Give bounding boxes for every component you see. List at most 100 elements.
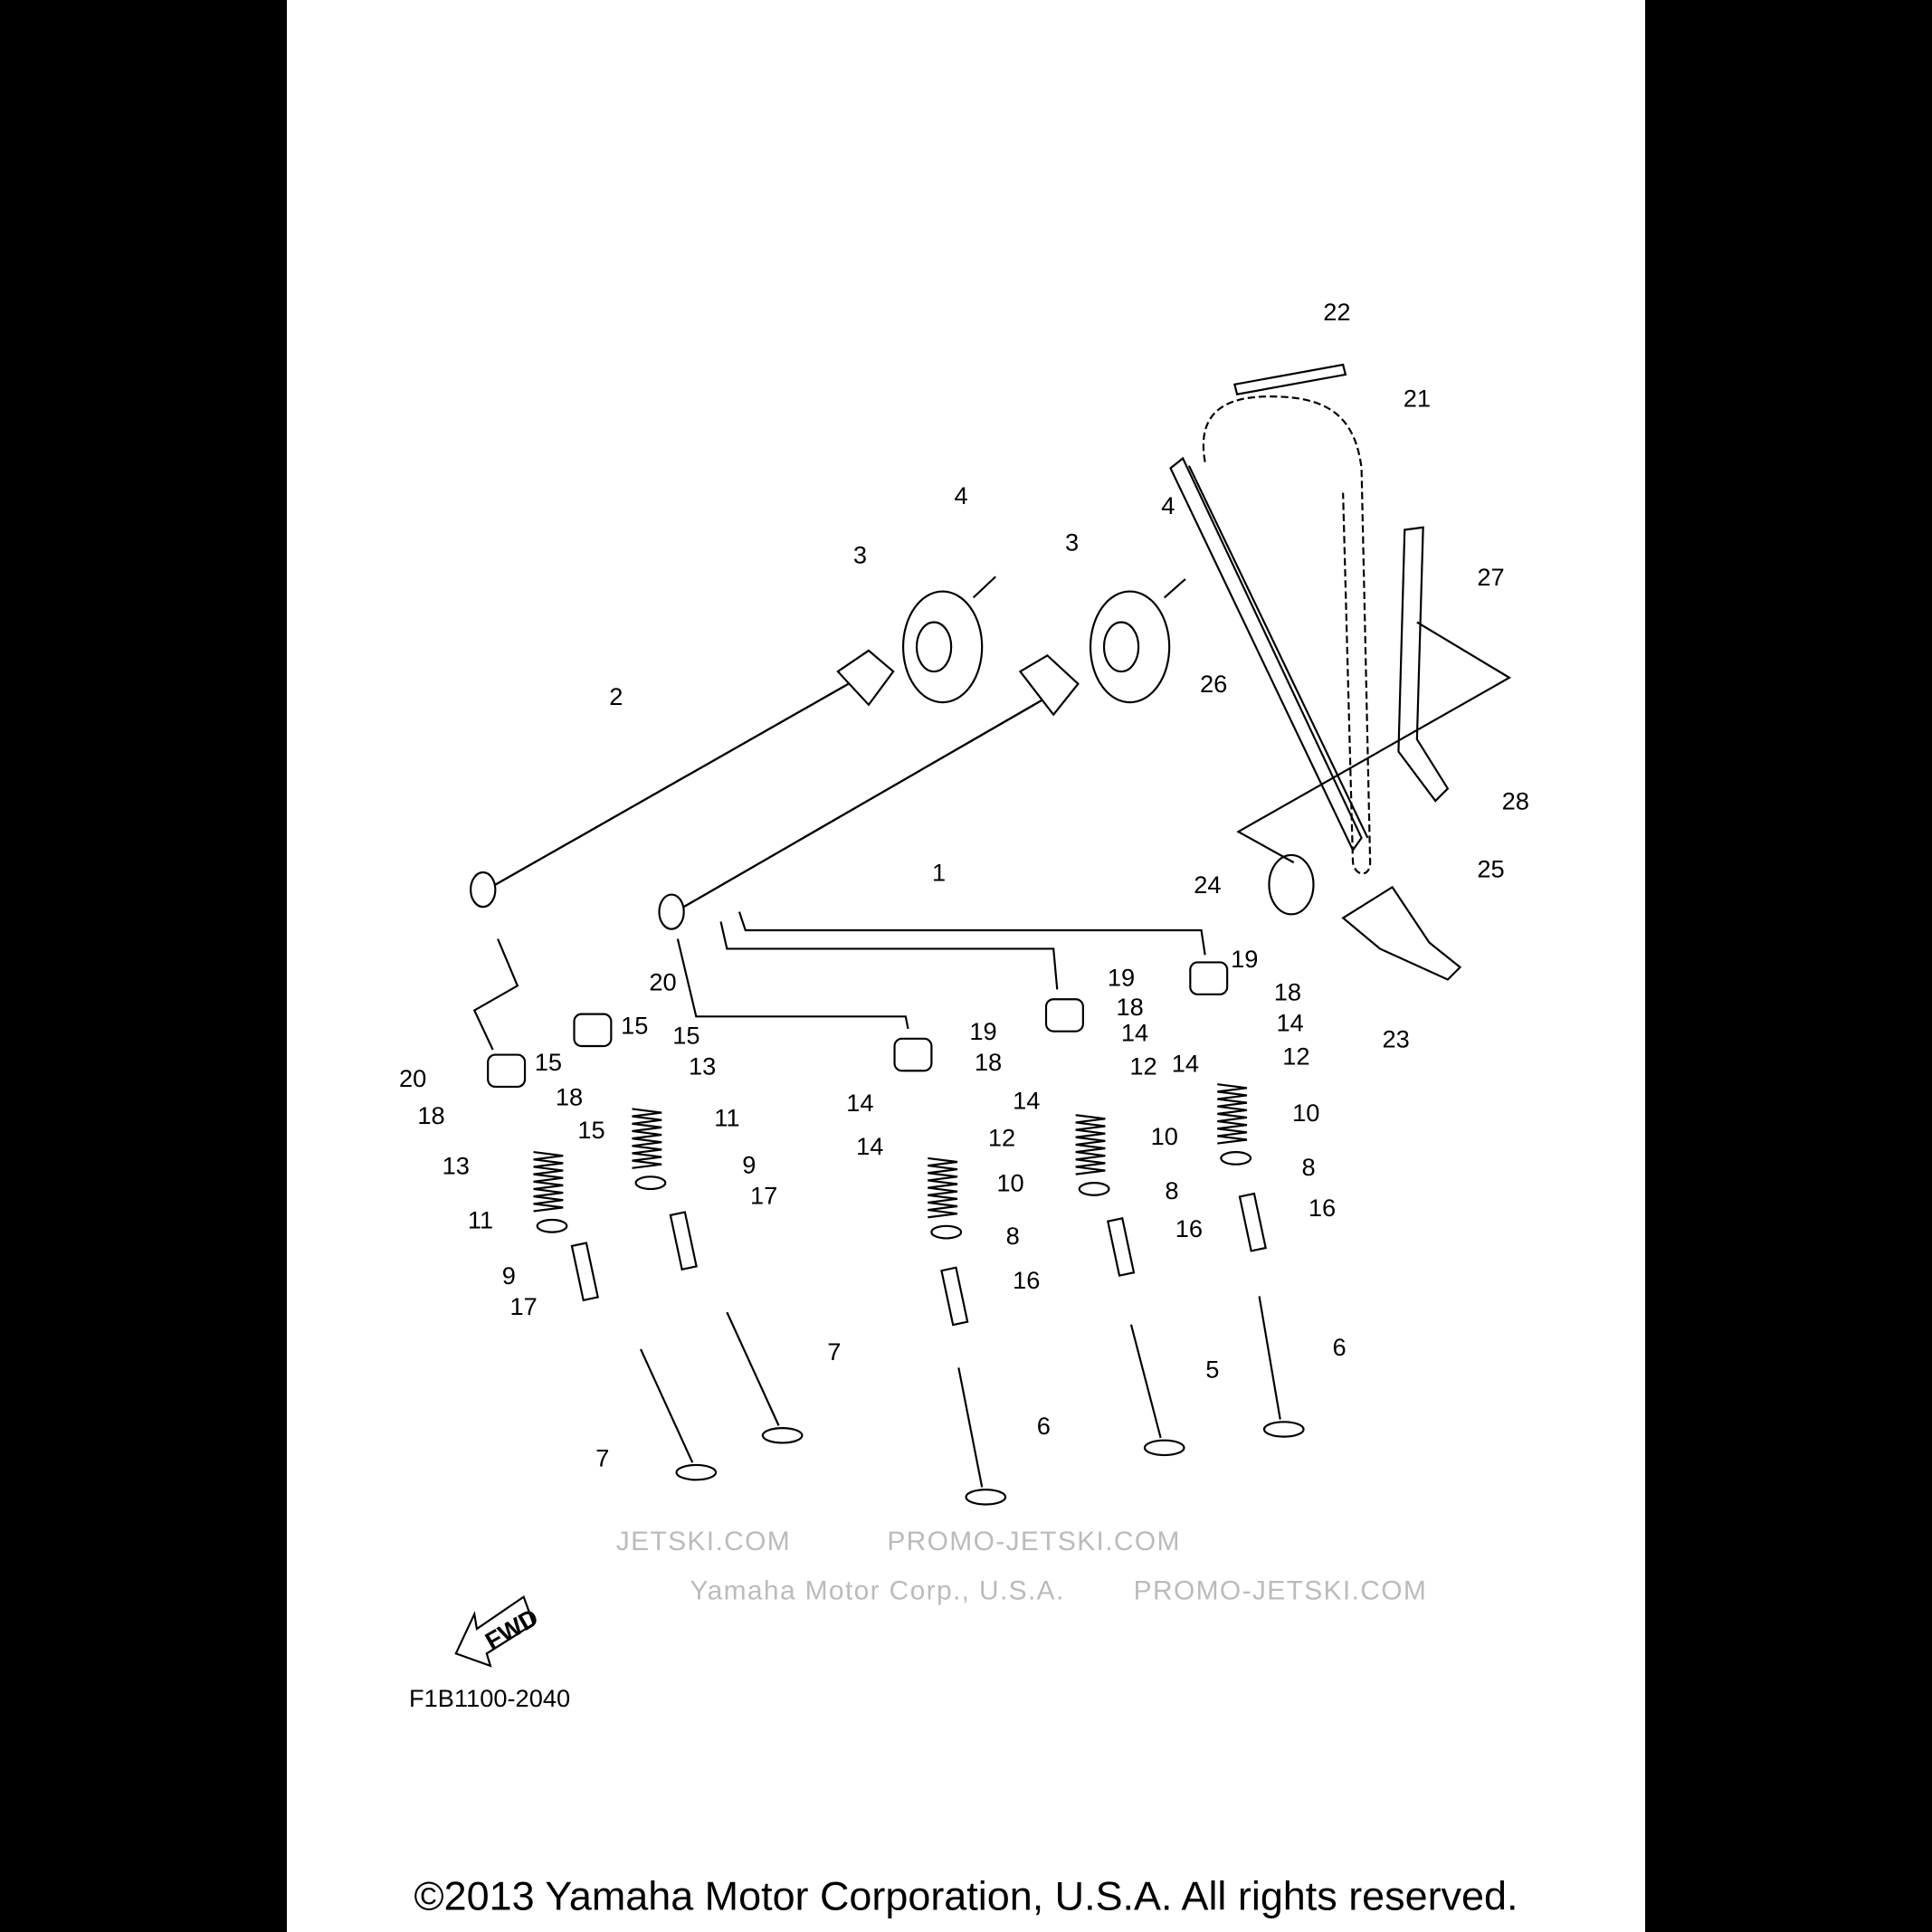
part-number-label: 19 <box>969 1017 996 1045</box>
spring-seat <box>536 1218 568 1233</box>
part-number-label: 14 <box>1172 1050 1199 1078</box>
part-number-label: 7 <box>827 1337 841 1366</box>
part-number-label: 18 <box>556 1082 583 1110</box>
valve-spring <box>632 1108 662 1169</box>
part-number-label: 9 <box>742 1150 756 1178</box>
watermark: Yamaha Motor Corp., U.S.A. <box>690 1575 1065 1605</box>
part-number-label: 8 <box>1165 1176 1178 1204</box>
part-number-label: 18 <box>1116 993 1143 1021</box>
part-number-label: 12 <box>1129 1052 1156 1080</box>
part-number-label: 3 <box>853 540 867 568</box>
part-number-label: 15 <box>621 1011 648 1039</box>
valve-stem <box>1129 1324 1162 1439</box>
valve-guide <box>669 1211 698 1271</box>
valve-stem <box>957 1367 984 1488</box>
valve-guide <box>1238 1192 1267 1252</box>
chain-tensioner <box>1268 853 1462 981</box>
part-number-label: 15 <box>535 1048 562 1076</box>
spring-seat <box>1220 1151 1252 1166</box>
part-number-label: 4 <box>1161 491 1175 519</box>
part-number-label: 18 <box>417 1101 444 1129</box>
watermark: PROMO-JETSKI.COM <box>887 1527 1180 1556</box>
part-number-label: 3 <box>1065 528 1079 557</box>
part-number-label: 17 <box>750 1181 777 1209</box>
part-number-label: 15 <box>577 1116 604 1144</box>
valve-head <box>1262 1421 1305 1438</box>
part-number-label: 4 <box>954 481 967 509</box>
camshaft-2 <box>470 649 895 909</box>
cam-sprocket-intake <box>1089 590 1171 704</box>
part-number-label: 6 <box>1332 1333 1346 1361</box>
part-number-label: 1 <box>932 859 946 887</box>
spring-seat <box>930 1224 963 1240</box>
valve-head <box>675 1463 718 1481</box>
cam-sprocket-exhaust <box>901 590 984 704</box>
part-number-label: 12 <box>988 1123 1015 1151</box>
watermark: PROMO-JETSKI.COM <box>1134 1575 1428 1605</box>
part-number-label: 19 <box>1108 963 1135 991</box>
part-number-label: 16 <box>1175 1214 1203 1242</box>
valve-guide <box>1106 1217 1136 1277</box>
valve-stem <box>1258 1296 1281 1420</box>
part-number-label: 27 <box>1477 563 1504 591</box>
part-number-label: 11 <box>468 1206 493 1234</box>
part-number-label: 7 <box>595 1443 609 1471</box>
copyright-notice: ©2013 Yamaha Motor Corporation, U.S.A. A… <box>414 1872 1518 1918</box>
part-number-label: 6 <box>1037 1412 1051 1440</box>
part-number-label: 18 <box>975 1048 1002 1076</box>
bolts <box>972 576 1186 599</box>
chain-guide-top <box>1232 363 1347 395</box>
valve-lifter <box>1189 961 1229 995</box>
part-number-label: 28 <box>1502 787 1529 815</box>
valve-lifter <box>1044 998 1084 1033</box>
spring-seat <box>634 1175 667 1191</box>
part-number-label: 15 <box>672 1021 700 1049</box>
part-number-label: 14 <box>1121 1019 1148 1047</box>
part-number-label: 16 <box>1309 1194 1336 1222</box>
part-number-label: 12 <box>1282 1042 1309 1070</box>
part-number-label: 23 <box>1383 1024 1410 1052</box>
part-number-label: 2 <box>609 682 623 710</box>
part-number-label: 26 <box>1200 670 1227 698</box>
part-number-label: 5 <box>1205 1355 1219 1383</box>
valve-guide <box>570 1242 599 1302</box>
part-number-label: 13 <box>689 1052 716 1080</box>
part-number-label: 16 <box>1013 1266 1040 1294</box>
part-number-label: 14 <box>1013 1086 1040 1114</box>
spring-seat <box>1078 1182 1110 1196</box>
valve-lifter <box>893 1037 933 1072</box>
part-number-label: 9 <box>502 1261 516 1290</box>
valve-spring <box>533 1151 564 1213</box>
part-number-label: 24 <box>1194 871 1221 899</box>
valve-stem <box>726 1311 780 1426</box>
part-number-label: 13 <box>443 1152 470 1180</box>
valve-lifter <box>487 1053 527 1089</box>
valve-lifter <box>573 1013 613 1048</box>
part-number-label: 20 <box>399 1064 426 1092</box>
valve-spring <box>1217 1083 1248 1145</box>
part-number-label: 21 <box>1404 384 1431 412</box>
figure-code: F1B1100-2040 <box>409 1684 570 1712</box>
valve-head <box>1143 1439 1185 1457</box>
valve-stem <box>640 1348 694 1463</box>
valve-spring <box>1075 1114 1106 1175</box>
part-number-label: 8 <box>1006 1222 1020 1250</box>
part-number-label: 10 <box>1292 1099 1319 1127</box>
part-number-label: 10 <box>1151 1122 1178 1150</box>
part-number-label: 8 <box>1301 1153 1315 1181</box>
part-number-label: 20 <box>649 968 676 996</box>
part-number-label: 14 <box>856 1132 883 1160</box>
part-number-label: 22 <box>1323 298 1350 326</box>
part-number-label: 25 <box>1477 854 1504 882</box>
valve-head <box>761 1427 804 1444</box>
valve-head <box>965 1489 1007 1506</box>
part-number-label: 17 <box>510 1292 538 1320</box>
watermark: JETSKI.COM <box>616 1527 791 1556</box>
valve-spring <box>928 1156 958 1219</box>
camshaft-1 <box>658 654 1080 930</box>
valve-guide <box>940 1266 969 1327</box>
part-number-label: 11 <box>714 1104 739 1132</box>
part-number-label: 19 <box>1231 945 1258 973</box>
valve-assemblies <box>487 961 1305 1506</box>
